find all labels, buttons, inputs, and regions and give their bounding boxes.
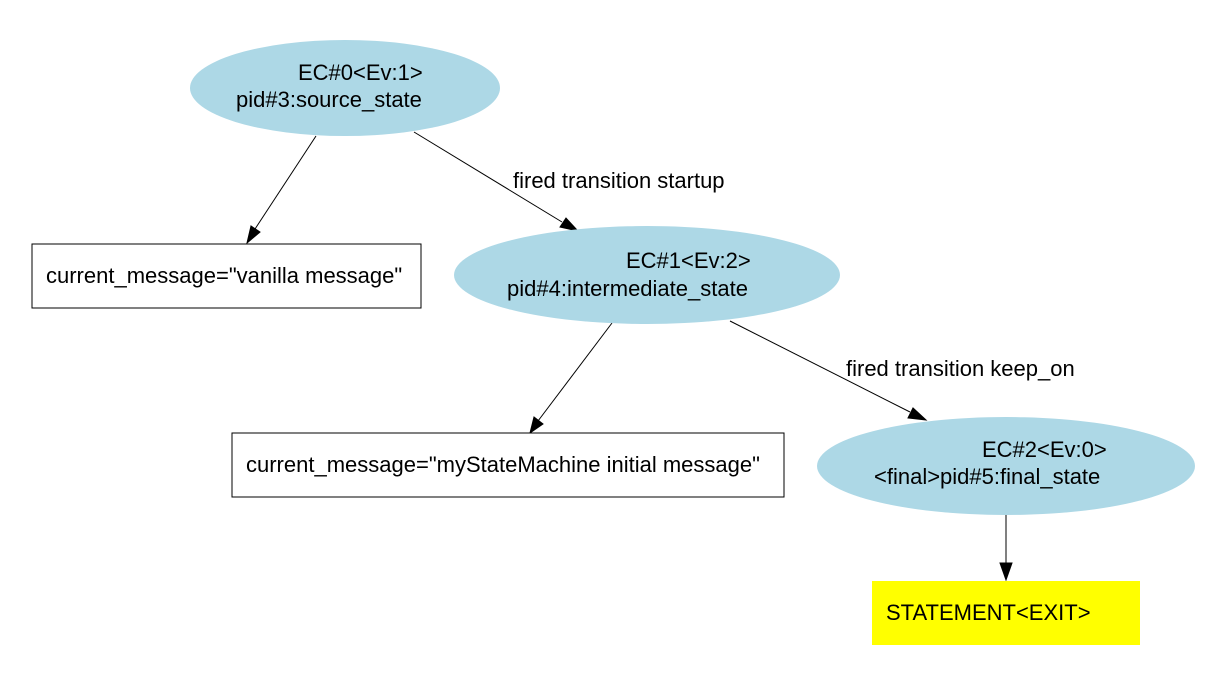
edge-ec0-to-ec1 bbox=[413, 131, 580, 232]
state-ec0-title: EC#0<Ev:1> bbox=[298, 60, 423, 85]
message-box-vanilla: current_message="vanilla message" bbox=[31, 243, 422, 309]
statement-exit-box: STATEMENT<EXIT> bbox=[872, 581, 1140, 645]
edge-ec2-to-exit bbox=[999, 515, 1013, 582]
edge-ec1-to-msg1 bbox=[529, 322, 613, 435]
state-node-ec0: EC#0<Ev:1> pid#3:source_state bbox=[190, 40, 500, 136]
state-ec1-title: EC#1<Ev:2> bbox=[626, 248, 751, 273]
edge-label-startup: fired transition startup bbox=[513, 168, 725, 193]
state-node-ec1: EC#1<Ev:2> pid#4:intermediate_state bbox=[454, 226, 840, 324]
arrowhead bbox=[529, 416, 544, 435]
state-ec2-title: EC#2<Ev:0> bbox=[982, 437, 1107, 462]
state-ec0-label: pid#3:source_state bbox=[236, 87, 422, 112]
message-box-initial: current_message="myStateMachine initial … bbox=[231, 432, 785, 498]
edge-label-keep-on: fired transition keep_on bbox=[846, 356, 1075, 381]
statement-exit-text: STATEMENT<EXIT> bbox=[886, 600, 1091, 625]
arrowhead bbox=[246, 225, 261, 245]
state-ec1-label: pid#4:intermediate_state bbox=[507, 276, 748, 301]
message-text-vanilla: current_message="vanilla message" bbox=[46, 263, 402, 288]
arrowhead bbox=[907, 407, 928, 421]
edge-ec0-to-msg0 bbox=[246, 135, 317, 245]
arrowhead bbox=[999, 562, 1013, 582]
state-node-ec2: EC#2<Ev:0> <final>pid#5:final_state bbox=[817, 417, 1195, 515]
edge-ec1-to-ec2 bbox=[729, 320, 928, 421]
arrowhead bbox=[559, 217, 580, 232]
state-ec2-label: <final>pid#5:final_state bbox=[874, 464, 1100, 489]
message-text-initial: current_message="myStateMachine initial … bbox=[246, 452, 760, 477]
